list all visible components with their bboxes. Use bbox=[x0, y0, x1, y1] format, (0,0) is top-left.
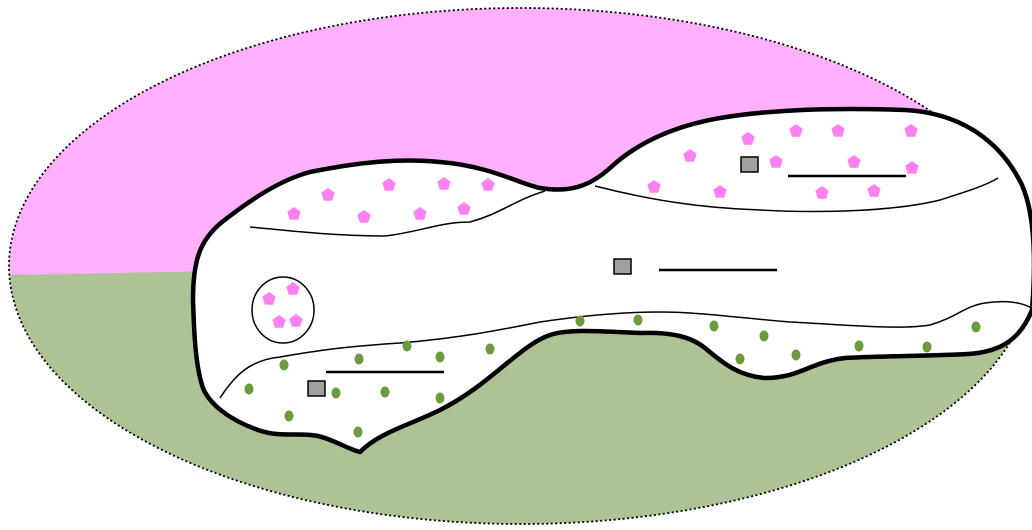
green-dot-icon bbox=[332, 388, 341, 399]
green-dot-icon bbox=[855, 341, 864, 352]
green-dot-icon bbox=[923, 342, 932, 353]
green-dot-icon bbox=[736, 354, 745, 365]
green-dot-icon bbox=[792, 350, 801, 361]
gray-square-icon bbox=[741, 157, 758, 172]
green-dot-icon bbox=[285, 411, 294, 422]
green-dot-icon bbox=[280, 360, 289, 371]
green-dot-icon bbox=[710, 321, 719, 332]
gray-square-icon bbox=[308, 381, 325, 396]
green-dot-icon bbox=[381, 387, 390, 398]
green-dot-icon bbox=[403, 341, 412, 352]
green-dot-icon bbox=[245, 384, 254, 395]
green-dot-icon bbox=[760, 331, 769, 342]
green-dot-icon bbox=[972, 322, 981, 333]
gray-square-icon bbox=[614, 259, 631, 274]
green-dot-icon bbox=[436, 352, 445, 363]
green-dot-icon bbox=[354, 427, 363, 438]
green-dot-icon bbox=[486, 344, 495, 355]
green-dot-icon bbox=[436, 393, 445, 404]
green-dot-icon bbox=[355, 354, 364, 365]
green-dot-icon bbox=[576, 316, 585, 327]
green-dot-icon bbox=[634, 315, 643, 326]
